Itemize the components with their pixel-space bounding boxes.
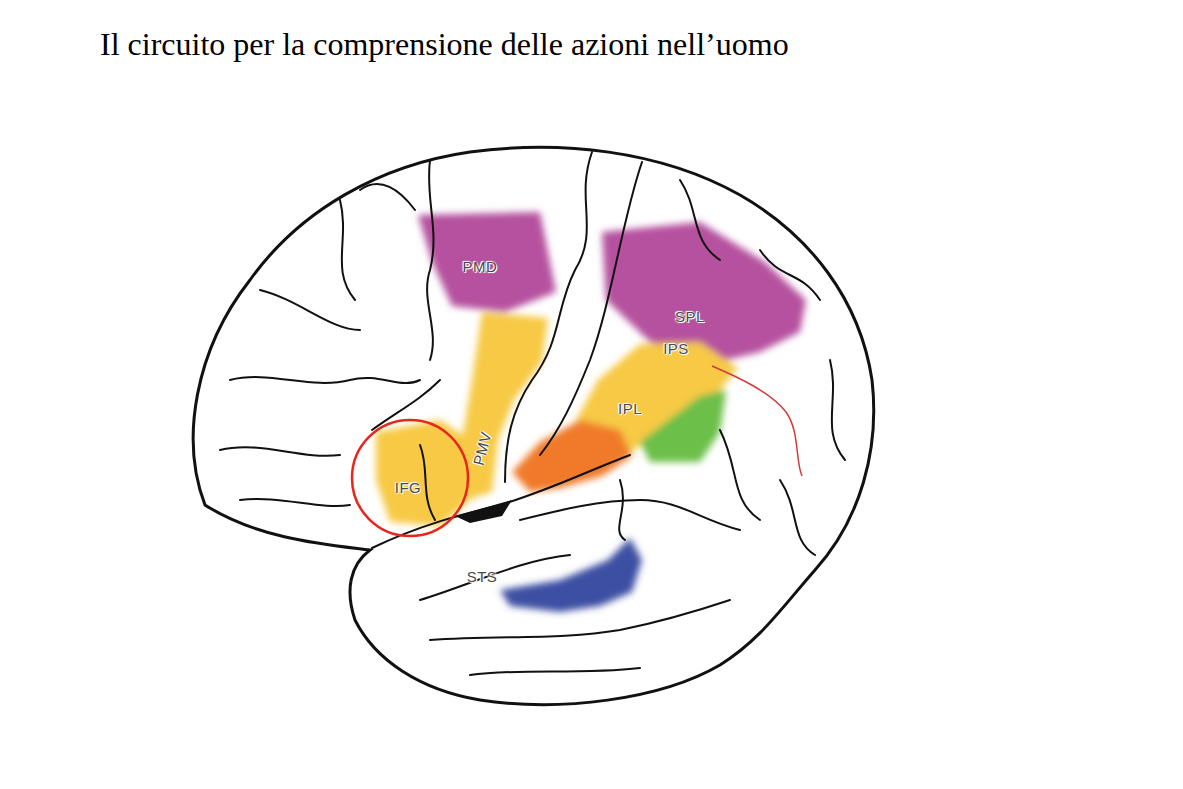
red-sulcus-line [712,366,802,476]
brain-outline [193,147,873,704]
pmd-region [418,212,556,312]
region-label: PMD [463,258,498,275]
ifg-region [376,420,470,526]
page-title: Il circuito per la comprensione delle az… [100,26,789,63]
region-label: IPS [663,340,689,357]
region-label: IPL [618,400,642,417]
region-label: SPL [675,308,705,325]
green-region [640,390,726,462]
region-label: IFG [395,479,422,496]
sulci [220,152,845,675]
sts-region [500,538,642,612]
region-label: STS [467,568,498,585]
highlight-circle [352,420,468,536]
fissure-notch [455,500,512,523]
orange-region [512,420,632,492]
